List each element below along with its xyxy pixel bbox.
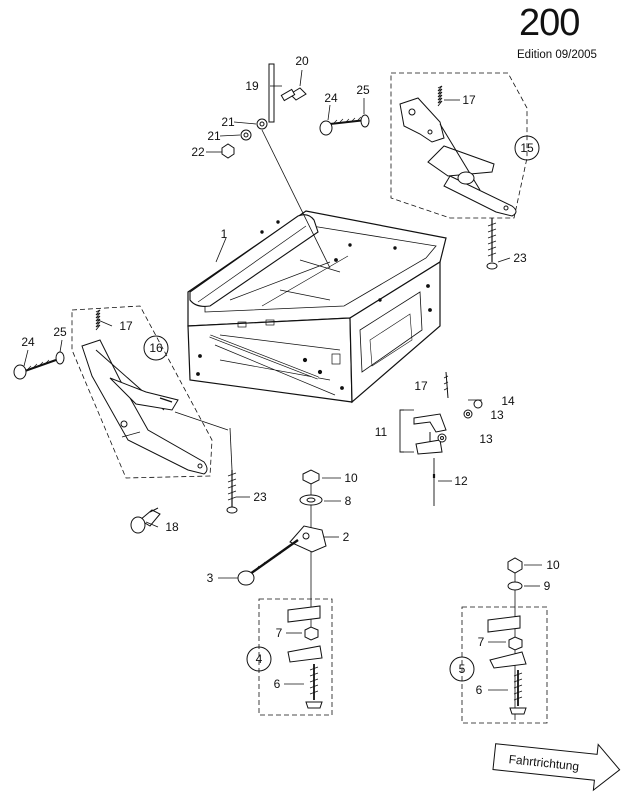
callout-24: 24 bbox=[21, 335, 35, 349]
callout-17: 17 bbox=[414, 379, 428, 393]
callout-13: 13 bbox=[490, 408, 504, 422]
callout-3: 3 bbox=[207, 571, 214, 585]
callout-21: 21 bbox=[207, 129, 221, 143]
callout-6: 6 bbox=[274, 677, 281, 691]
edition-label: Edition 09/2005 bbox=[517, 49, 597, 61]
callout-23: 23 bbox=[253, 490, 267, 504]
callout-circle-5 bbox=[449, 656, 475, 682]
callout-7: 7 bbox=[276, 626, 283, 640]
callout-16: 16 bbox=[149, 341, 163, 355]
seat-frame bbox=[187, 210, 447, 404]
callout-17: 17 bbox=[462, 93, 476, 107]
callout-9: 9 bbox=[544, 579, 551, 593]
callout-21: 21 bbox=[221, 115, 235, 129]
callout-17: 17 bbox=[119, 319, 133, 333]
callout-25: 25 bbox=[53, 325, 67, 339]
callout-circle-4 bbox=[246, 646, 272, 672]
callout-23: 23 bbox=[513, 251, 527, 265]
center-mount-assembly bbox=[237, 469, 333, 716]
callout-25: 25 bbox=[356, 83, 370, 97]
callout-12: 12 bbox=[454, 474, 468, 488]
callout-14: 14 bbox=[501, 394, 515, 408]
callout-8: 8 bbox=[345, 494, 352, 508]
callout-7: 7 bbox=[478, 635, 485, 649]
callout-15: 15 bbox=[520, 141, 534, 155]
left-bracket-assembly bbox=[13, 305, 238, 534]
callout-24: 24 bbox=[324, 91, 338, 105]
callout-10: 10 bbox=[546, 558, 560, 572]
callout-4: 4 bbox=[256, 652, 263, 666]
right-bracket-assembly bbox=[319, 72, 528, 270]
callout-13: 13 bbox=[479, 432, 493, 446]
callout-18: 18 bbox=[165, 520, 179, 534]
leader-lines bbox=[23, 69, 542, 691]
callout-19: 19 bbox=[245, 79, 259, 93]
right-mount-assembly bbox=[461, 557, 548, 724]
direction-arrow: Fahrtrichtung bbox=[492, 743, 621, 792]
callout-1: 1 bbox=[221, 227, 228, 241]
callout-circle-15 bbox=[514, 135, 540, 161]
page-number: 200 bbox=[519, 2, 580, 44]
callout-6: 6 bbox=[476, 683, 483, 697]
callout-22: 22 bbox=[191, 145, 205, 159]
callout-11: 11 bbox=[375, 425, 388, 439]
pin-assembly bbox=[221, 63, 331, 269]
callout-20: 20 bbox=[295, 54, 309, 68]
callout-circle-16 bbox=[143, 335, 169, 361]
lever-assembly bbox=[399, 371, 483, 506]
callout-5: 5 bbox=[459, 662, 466, 676]
callout-2: 2 bbox=[343, 530, 350, 544]
callout-10: 10 bbox=[344, 471, 358, 485]
